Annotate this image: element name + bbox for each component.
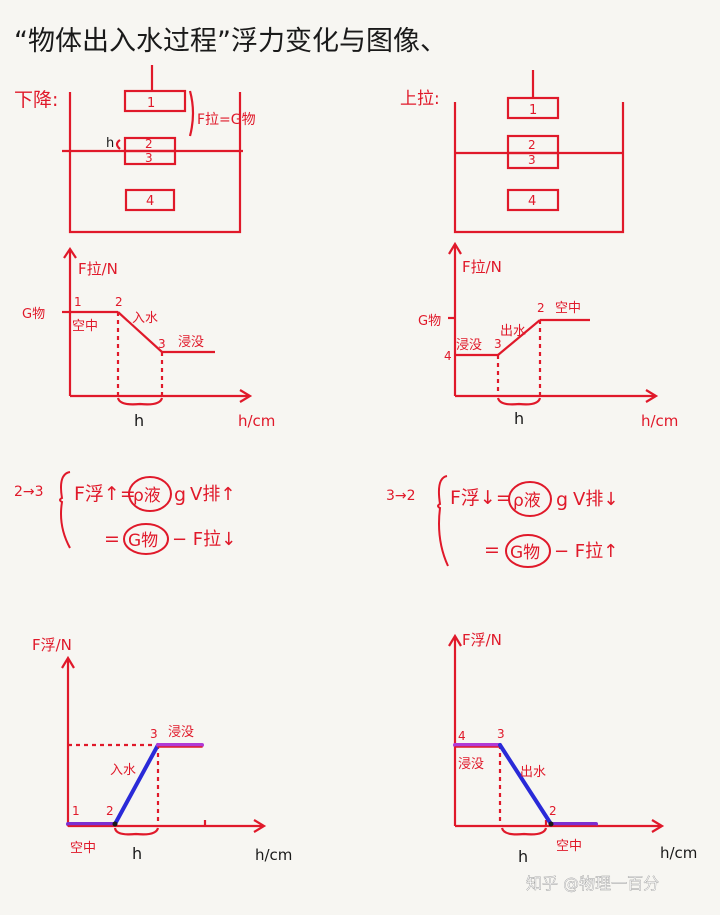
left-eq-tension: − F拉↓ xyxy=(172,529,236,550)
left-container-diagram: 下降: xyxy=(14,65,243,234)
rg2-exit-segment xyxy=(498,743,553,826)
rg1-xlabel: h/cm xyxy=(641,412,678,430)
rg2-air-label: 空中 xyxy=(556,839,582,854)
rg2-point-2: 2 xyxy=(549,804,557,818)
rg1-g-label: G物 xyxy=(418,314,441,329)
lg1-point-3: 3 xyxy=(158,337,166,351)
rg2-point-3: 3 xyxy=(497,727,505,741)
lg1-submerged-label: 浸没 xyxy=(178,335,204,350)
left-eq-equals: = xyxy=(104,528,120,550)
lg1-g-label: G物 xyxy=(22,307,45,322)
lg2-xlabel: h/cm xyxy=(255,846,292,864)
rg2-ylabel: F浮/N xyxy=(462,631,502,649)
rg1-h-brace xyxy=(496,397,542,406)
watermark-text: 知乎 @物理一百分 xyxy=(526,874,659,893)
right-equations: 3→2 F浮↓= ρ液 g V排↓ = G物 − F拉↑ xyxy=(386,475,618,568)
left-block-2-label: 2 xyxy=(145,137,153,151)
right-block-3-label: 3 xyxy=(528,153,536,167)
left-eq-fbuoy: F浮↑= xyxy=(74,483,136,505)
rg1-submerged-label: 浸没 xyxy=(456,338,482,353)
right-block-4 xyxy=(506,188,560,212)
right-beaker xyxy=(453,102,625,234)
right-eq-equals: = xyxy=(484,539,500,561)
lg1-point-1: 1 xyxy=(74,295,82,309)
right-eq-rho: ρ液 xyxy=(513,491,541,511)
rg2-h-label: h xyxy=(518,847,528,866)
left-h-label: h xyxy=(106,136,114,151)
lg2-point-3: 3 xyxy=(150,727,158,741)
lg1-enter-label: 入水 xyxy=(132,311,158,326)
right-block-4-label: 4 xyxy=(528,194,536,209)
lg1-point-2: 2 xyxy=(115,295,123,309)
left-graph-tension: F拉/N G物 1 2 3 空中 入水 浸没 h h/cm xyxy=(22,247,275,430)
lg2-enter-segment xyxy=(113,743,160,826)
rg2-exit-label: 出水 xyxy=(520,765,546,780)
left-panel-label: 下降: xyxy=(14,89,58,111)
right-block-1 xyxy=(506,96,560,120)
left-equations: 2→3 F浮↑= ρ液 g V排↑ = G物 − F拉↓ xyxy=(14,471,236,555)
lg2-enter-label: 入水 xyxy=(110,763,136,778)
left-beaker xyxy=(68,92,242,234)
left-graph-buoyancy: F浮/N 1 2 3 浸没 入水 空中 h h/cm xyxy=(32,636,292,864)
right-eq-gweight: G物 xyxy=(510,543,540,563)
rg2-submerged-label: 浸没 xyxy=(458,757,484,772)
lg2-h-brace xyxy=(113,827,160,836)
rg1-point-4: 4 xyxy=(444,349,452,363)
lg1-enter-segment xyxy=(117,311,163,353)
lg1-h-brace xyxy=(116,397,164,406)
right-graph-buoyancy: F浮/N 4 3 2 浸没 出水 空中 h h/cm xyxy=(448,631,697,866)
left-block-4-label: 4 xyxy=(146,194,154,209)
right-block-1-label: 1 xyxy=(529,103,537,118)
rg1-ylabel: F拉/N xyxy=(462,258,502,276)
left-eq-gweight: G物 xyxy=(128,531,158,551)
right-container-diagram xyxy=(453,70,625,234)
lg2-air-label: 空中 xyxy=(70,841,96,856)
lg2-point-2: 2 xyxy=(106,804,114,818)
left-block-1 xyxy=(123,89,187,113)
right-panel-label: 上拉: xyxy=(400,89,440,109)
right-eq-tension: − F拉↑ xyxy=(554,541,618,562)
lg2-h-label: h xyxy=(132,844,142,863)
left-h-brace xyxy=(115,139,121,150)
right-eq-prefix: 3→2 xyxy=(386,488,416,504)
left-block-4 xyxy=(124,188,176,212)
rg2-point-4: 4 xyxy=(458,729,466,743)
lg2-ylabel: F浮/N xyxy=(32,636,72,654)
rg1-air-label: 空中 xyxy=(555,301,581,316)
rg1-point-3: 3 xyxy=(494,337,502,351)
page-title: “物体出入水过程”浮力变化与图像、 xyxy=(14,26,447,57)
left-block-3-label: 3 xyxy=(145,151,153,165)
rg1-h-label: h xyxy=(514,409,524,428)
right-eq-fbuoy: F浮↓= xyxy=(450,487,512,509)
left-force-brace xyxy=(188,90,195,137)
left-block-1-label: 1 xyxy=(147,96,155,111)
left-eq-rho: ρ液 xyxy=(133,486,161,506)
rg1-point-2: 2 xyxy=(537,301,545,315)
left-eq-vdisp: V排↑ xyxy=(190,484,235,505)
lg1-h-label: h xyxy=(134,411,144,430)
rg2-xlabel: h/cm xyxy=(660,844,697,862)
right-eq-vdisp: V排↓ xyxy=(573,489,618,510)
lg1-xlabel: h/cm xyxy=(238,412,275,430)
left-eq-prefix: 2→3 xyxy=(14,484,44,500)
left-force-label: F拉=G物 xyxy=(197,112,256,128)
right-eq-g: g xyxy=(556,489,568,511)
lg2-point-1: 1 xyxy=(72,804,80,818)
left-eq-g: g xyxy=(174,484,186,506)
lg1-air-label: 空中 xyxy=(72,319,98,334)
lg2-submerged-label: 浸没 xyxy=(168,725,194,740)
rg1-exit-label: 出水 xyxy=(500,324,526,339)
right-block-2-label: 2 xyxy=(528,138,536,152)
rg2-h-brace xyxy=(500,827,548,836)
right-graph-tension: F拉/N G物 4 3 2 浸没 出水 空中 h h/cm xyxy=(418,241,678,430)
rg1-exit-segment xyxy=(497,319,541,356)
lg1-ylabel: F拉/N xyxy=(78,260,118,278)
